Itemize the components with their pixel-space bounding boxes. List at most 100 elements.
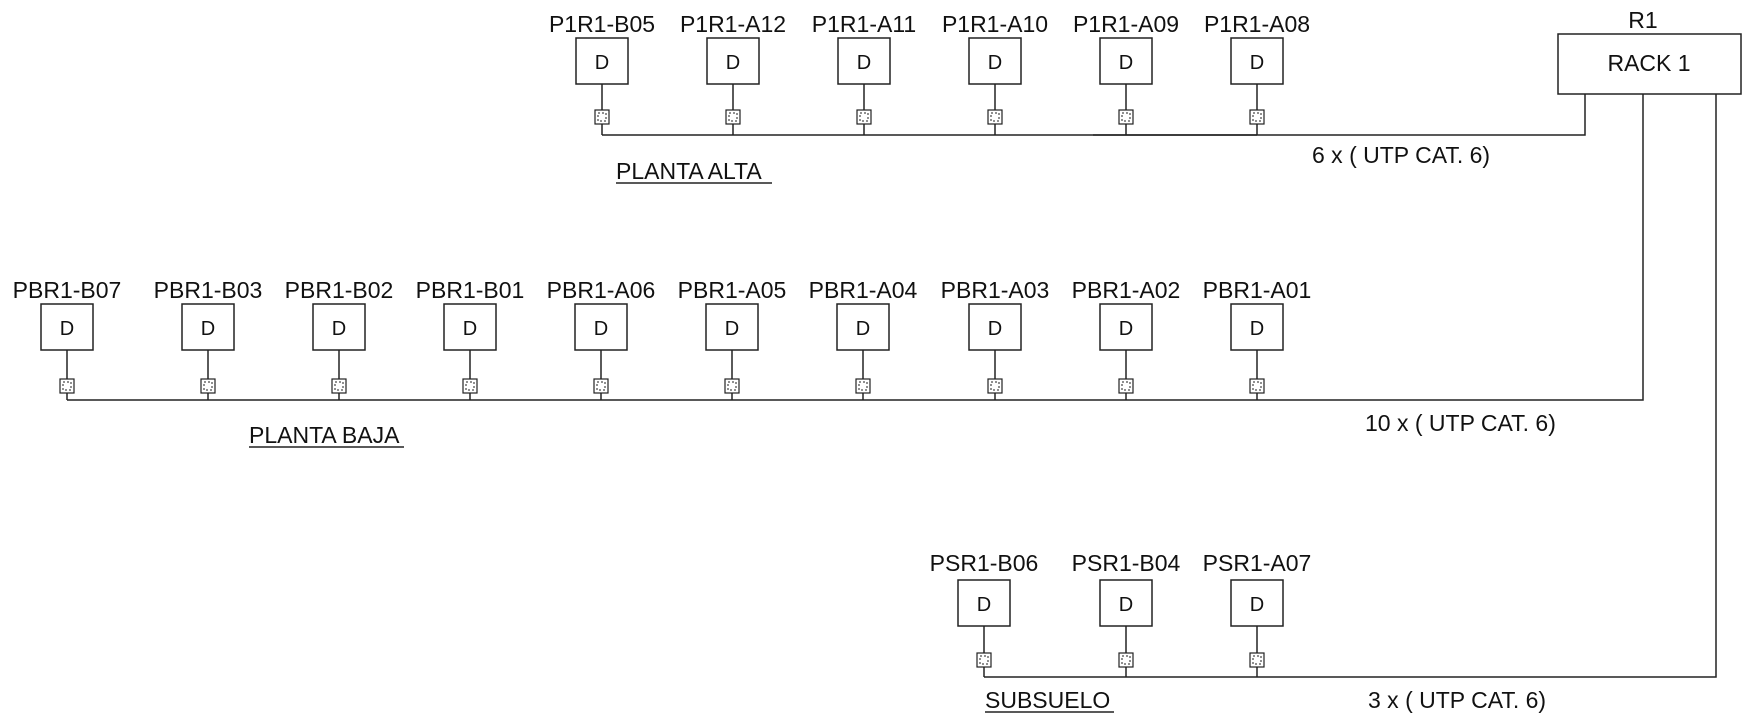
outlet-jack-inner <box>990 381 1000 391</box>
outlet-jack-inner <box>1121 655 1131 665</box>
outlet-jack-icon <box>987 378 1003 394</box>
cable-label-planta-alta: 6 x ( UTP CAT. 6) <box>1312 142 1490 168</box>
outlet-jack-icon <box>976 652 992 668</box>
outlet-jack-inner <box>1252 381 1262 391</box>
device-symbol: D <box>201 318 215 340</box>
outlet-jack-icon <box>987 109 1003 125</box>
outlet-jack-icon <box>1249 109 1265 125</box>
device-box[interactable] <box>443 303 497 351</box>
outlet-jack-inner <box>62 381 72 391</box>
outlet-jack-inner <box>979 655 989 665</box>
outlet-jack-inner <box>1252 655 1262 665</box>
device-label: PBR1-B01 <box>416 277 525 303</box>
outlet-jack-inner <box>859 112 869 122</box>
outlet-jack-inner <box>1252 112 1262 122</box>
device-label: P1R1-A10 <box>942 11 1048 37</box>
device-box[interactable] <box>957 579 1011 627</box>
outlet-jack-inner <box>1121 381 1131 391</box>
device-box[interactable] <box>1230 303 1284 351</box>
floor-planta-baja: PBR1-B07DPBR1-B03DPBR1-B02DPBR1-B01DPBR1… <box>13 277 1312 401</box>
outlet-jack-icon <box>1249 378 1265 394</box>
device-box[interactable] <box>312 303 366 351</box>
outlet-jack-inner <box>596 381 606 391</box>
device-box[interactable] <box>1099 303 1153 351</box>
rack-box[interactable] <box>1557 33 1742 95</box>
device-box[interactable] <box>1099 579 1153 627</box>
device-box[interactable] <box>1230 37 1284 85</box>
device-symbol: D <box>988 52 1002 74</box>
outlet-jack-inner <box>1121 112 1131 122</box>
device-label: P1R1-A11 <box>812 11 916 37</box>
device-symbol: D <box>1119 52 1133 74</box>
device-symbol: D <box>1119 594 1133 616</box>
device-box[interactable] <box>181 303 235 351</box>
trunk-planta-baja <box>1257 94 1644 401</box>
device-symbol: D <box>857 52 871 74</box>
device-symbol: D <box>977 594 991 616</box>
device-box[interactable] <box>1099 37 1153 85</box>
rack-name: RACK 1 <box>1607 50 1690 76</box>
device-label: P1R1-A12 <box>680 11 786 37</box>
outlet-jack-inner <box>203 381 213 391</box>
device-symbol: D <box>726 52 740 74</box>
outlet-jack-icon <box>594 109 610 125</box>
trunk-planta-alta <box>1093 94 1586 136</box>
device-box[interactable] <box>968 303 1022 351</box>
floor-planta-alta: P1R1-B05DP1R1-A12DP1R1-A11DP1R1-A10DP1R1… <box>549 11 1310 136</box>
device-label: PBR1-A03 <box>941 277 1050 303</box>
device-label: PSR1-A07 <box>1203 550 1312 576</box>
device-label: PBR1-B07 <box>13 277 122 303</box>
outlet-jack-icon <box>593 378 609 394</box>
device-symbol: D <box>595 52 609 74</box>
device-label: PSR1-B06 <box>930 550 1039 576</box>
device-box[interactable] <box>575 37 629 85</box>
cable-label-planta-baja: 10 x ( UTP CAT. 6) <box>1365 410 1556 436</box>
device-symbol: D <box>856 318 870 340</box>
device-label: PBR1-A05 <box>678 277 787 303</box>
device-symbol: D <box>1250 318 1264 340</box>
trunk-subsuelo <box>1257 94 1717 678</box>
floor-title-subsuelo: SUBSUELO <box>985 687 1110 713</box>
device-label: PBR1-A02 <box>1072 277 1181 303</box>
device-symbol: D <box>1250 52 1264 74</box>
outlet-jack-inner <box>858 381 868 391</box>
outlet-jack-icon <box>724 378 740 394</box>
device-label: PBR1-B02 <box>285 277 394 303</box>
rack[interactable]: R1 RACK 1 <box>1557 7 1742 95</box>
device-label: PSR1-B04 <box>1072 550 1181 576</box>
outlet-jack-inner <box>334 381 344 391</box>
device-label: P1R1-A08 <box>1204 11 1310 37</box>
device-label: P1R1-B05 <box>549 11 655 37</box>
device-label: PBR1-A01 <box>1203 277 1312 303</box>
device-box[interactable] <box>706 37 760 85</box>
outlet-jack-icon <box>462 378 478 394</box>
device-label: PBR1-B03 <box>154 277 263 303</box>
device-symbol: D <box>1119 318 1133 340</box>
device-box[interactable] <box>705 303 759 351</box>
outlet-jack-icon <box>855 378 871 394</box>
cable-label-subsuelo: 3 x ( UTP CAT. 6) <box>1368 687 1546 713</box>
outlet-jack-icon <box>725 109 741 125</box>
outlet-jack-icon <box>1118 652 1134 668</box>
